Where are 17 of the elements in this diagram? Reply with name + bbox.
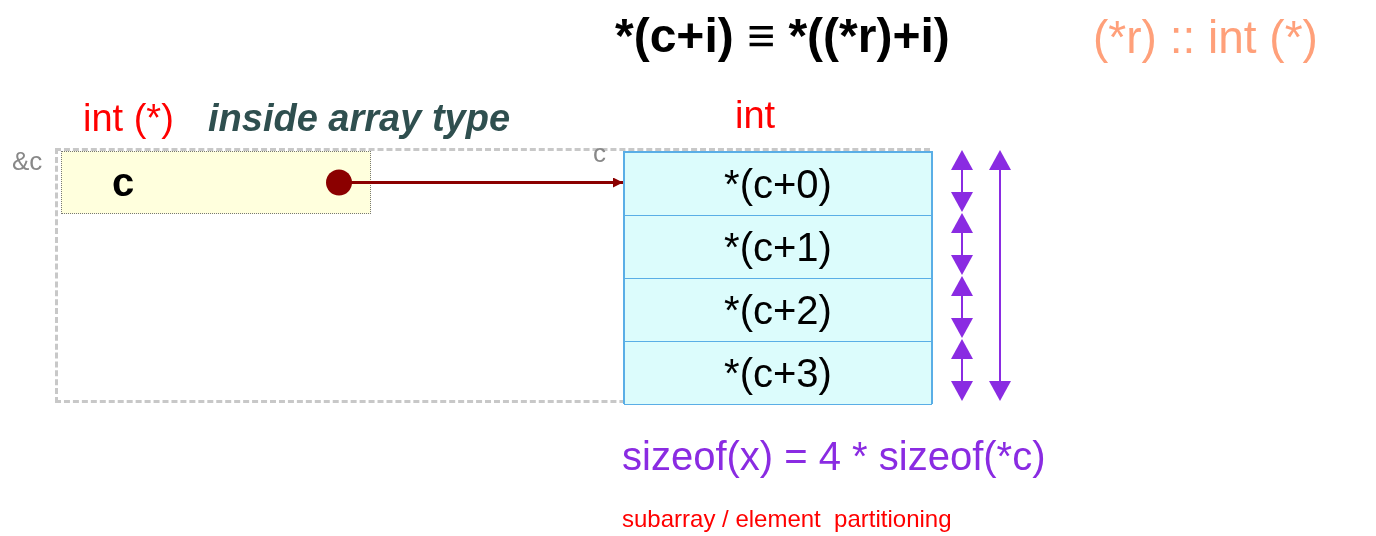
array-element-cell: *(c+2) bbox=[624, 278, 932, 342]
pointer-variable-box: c bbox=[61, 151, 371, 214]
element-type-label: int bbox=[735, 94, 776, 137]
type-label: int (*) bbox=[83, 97, 174, 140]
arrow bbox=[326, 169, 623, 196]
type-annotation: (*r) :: int (*) bbox=[1093, 10, 1318, 64]
array-box bbox=[623, 151, 933, 404]
array-name-label: c bbox=[593, 138, 606, 169]
array-element-cell: *(c+3) bbox=[624, 341, 932, 405]
type-note: inside array type bbox=[208, 97, 511, 140]
address-label: &c bbox=[12, 146, 43, 177]
note: subarray / element partitioning bbox=[622, 505, 952, 533]
size-formula: sizeof(x) = 4 * sizeof(*c) bbox=[622, 434, 1046, 479]
title: *(c+i) ≡ *((*r)+i) bbox=[615, 8, 950, 63]
array-element-cell: *(c+0) bbox=[624, 152, 932, 216]
dashed-outline-box bbox=[55, 148, 930, 403]
array-element-cell: *(c+1) bbox=[624, 215, 932, 279]
